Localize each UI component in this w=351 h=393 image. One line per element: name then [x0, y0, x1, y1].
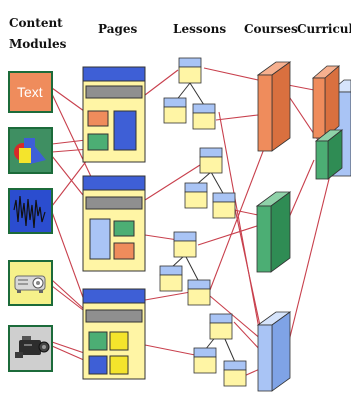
blue-triangle-icon [28, 138, 46, 164]
lesson-node [192, 103, 216, 130]
content-module-projector [8, 260, 53, 306]
curriculum-stack [311, 65, 351, 180]
course-blue [256, 311, 292, 392]
header-content-modules-line1: Content [9, 16, 63, 30]
lesson-node [184, 182, 208, 209]
lesson-nodes [159, 57, 247, 387]
content-module-waveform [8, 188, 53, 234]
content-module-text: Text [8, 71, 53, 113]
header-lessons: Lessons [173, 22, 226, 36]
header-courses: Courses [244, 22, 298, 36]
text-module-label: Text [17, 84, 43, 100]
video-camera-icon [15, 336, 50, 358]
header-content-modules-line2: Modules [9, 37, 67, 51]
lesson-node [159, 265, 183, 292]
page-3 [82, 288, 146, 380]
waveform-icon [13, 195, 46, 229]
page-1 [82, 66, 146, 163]
projector-icon [14, 275, 46, 293]
lesson-node [209, 313, 233, 340]
header-pages: Pages [98, 22, 138, 36]
lesson-node [223, 360, 247, 387]
page-2 [82, 175, 146, 272]
lesson-node [173, 231, 197, 258]
course-orange [256, 61, 292, 152]
course-green [255, 191, 292, 273]
lesson-node [212, 192, 236, 219]
lesson-node [187, 279, 211, 306]
content-module-video-camera [8, 325, 53, 372]
content-module-shapes [8, 127, 53, 174]
lesson-node [178, 57, 202, 84]
lesson-node [163, 97, 187, 124]
lesson-node [199, 147, 223, 174]
header-curriculum: Curriculum [297, 22, 351, 36]
lesson-node [193, 347, 217, 374]
yellow-square-icon [19, 148, 31, 163]
